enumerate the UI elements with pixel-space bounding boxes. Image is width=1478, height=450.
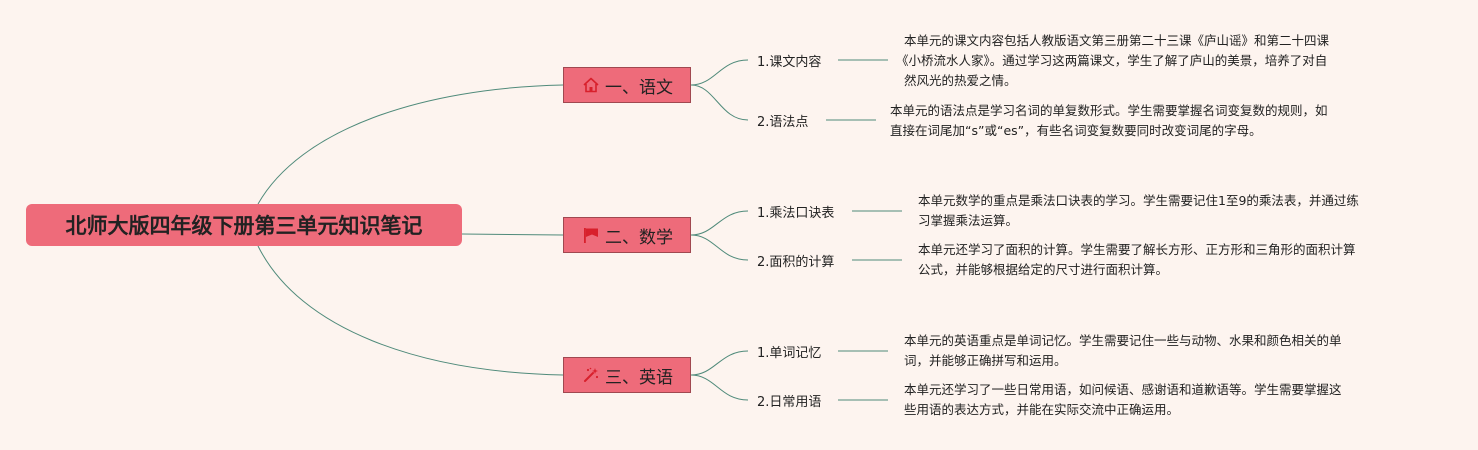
- home-icon: [581, 75, 601, 95]
- connector-math-1: [690, 210, 749, 236]
- branch-math[interactable]: 二、数学: [563, 217, 691, 253]
- subtopic-grammar[interactable]: 2.语法点: [757, 115, 809, 130]
- magic-wand-icon: [581, 365, 601, 385]
- subtopic-multiplication-table[interactable]: 1.乘法口诀表: [757, 206, 835, 221]
- note-multiplication-table: 本单元数学的重点是乘法口诀表的学习。学生需要记住1至9的乘法表，并通过练 习掌握…: [918, 191, 1359, 231]
- branch-math-label: 二、数学: [605, 227, 673, 248]
- note-line: 公式，并能够根据给定的尺寸进行面积计算。: [918, 262, 1169, 277]
- note-vocabulary: 本单元的英语重点是单词记忆。学生需要记住一些与动物、水果和颜色相关的单 词，并能…: [904, 331, 1342, 371]
- connector-root-english: [257, 245, 564, 376]
- subtopic-text-content[interactable]: 1.课文内容: [757, 55, 822, 70]
- root-topic[interactable]: 北师大版四年级下册第三单元知识笔记: [26, 204, 462, 246]
- branch-chinese-label: 一、语文: [605, 77, 673, 98]
- note-line: 词，并能够正确拼写和运用。: [904, 353, 1067, 368]
- connector-root-math: [461, 233, 564, 236]
- subtopic-vocabulary[interactable]: 1.单词记忆: [757, 346, 822, 361]
- note-line: 习掌握乘法运算。: [918, 213, 1019, 228]
- connector-english-2: [690, 374, 749, 401]
- connector-root-chinese: [257, 84, 564, 205]
- note-line: 直接在词尾加“s”或“es”，有些名词变复数要同时改变词尾的字母。: [890, 123, 1262, 138]
- subtopic-area-calculation[interactable]: 2.面积的计算: [757, 255, 835, 270]
- note-line: 本单元还学习了面积的计算。学生需要了解长方形、正方形和三角形的面积计算: [918, 242, 1356, 257]
- connector-english-1: [690, 350, 749, 376]
- note-area-calculation: 本单元还学习了面积的计算。学生需要了解长方形、正方形和三角形的面积计算 公式，并…: [918, 240, 1356, 280]
- note-line: 然风光的热爱之情。: [904, 73, 1017, 88]
- note-line: 本单元的语法点是学习名词的单复数形式。学生需要掌握名词变复数的规则，如: [890, 103, 1328, 118]
- connector-math-2: [690, 234, 749, 261]
- branch-english[interactable]: 三、英语: [563, 357, 691, 393]
- note-line: 本单元的英语重点是单词记忆。学生需要记住一些与动物、水果和颜色相关的单: [904, 333, 1342, 348]
- note-line: 本单元数学的重点是乘法口诀表的学习。学生需要记住1至9的乘法表，并通过练: [918, 193, 1359, 208]
- note-line: 《小桥流水人家》。通过学习这两篇课文，学生了解了庐山的美景，培养了对自: [896, 53, 1328, 68]
- connector-chinese-2: [690, 84, 749, 121]
- subtopic-daily-expressions[interactable]: 2.日常用语: [757, 395, 822, 410]
- note-grammar: 本单元的语法点是学习名词的单复数形式。学生需要掌握名词变复数的规则，如 直接在词…: [890, 101, 1328, 141]
- branch-chinese[interactable]: 一、语文: [563, 67, 691, 103]
- root-title: 北师大版四年级下册第三单元知识笔记: [65, 214, 423, 238]
- branch-english-label: 三、英语: [605, 367, 673, 388]
- note-text-content: 本单元的课文内容包括人教版语文第三册第二十三课《庐山谣》和第二十四课 《小桥流水…: [896, 31, 1329, 91]
- note-line: 本单元的课文内容包括人教版语文第三册第二十三课《庐山谣》和第二十四课: [904, 33, 1330, 48]
- note-line: 本单元还学习了一些日常用语，如问候语、感谢语和道歉语等。学生需要掌握这: [904, 382, 1342, 397]
- note-daily-expressions: 本单元还学习了一些日常用语，如问候语、感谢语和道歉语等。学生需要掌握这 些用语的…: [904, 380, 1342, 420]
- connector-chinese-1: [690, 59, 749, 86]
- note-line: 些用语的表达方式，并能在实际交流中正确运用。: [904, 402, 1180, 417]
- flag-icon: [581, 225, 601, 245]
